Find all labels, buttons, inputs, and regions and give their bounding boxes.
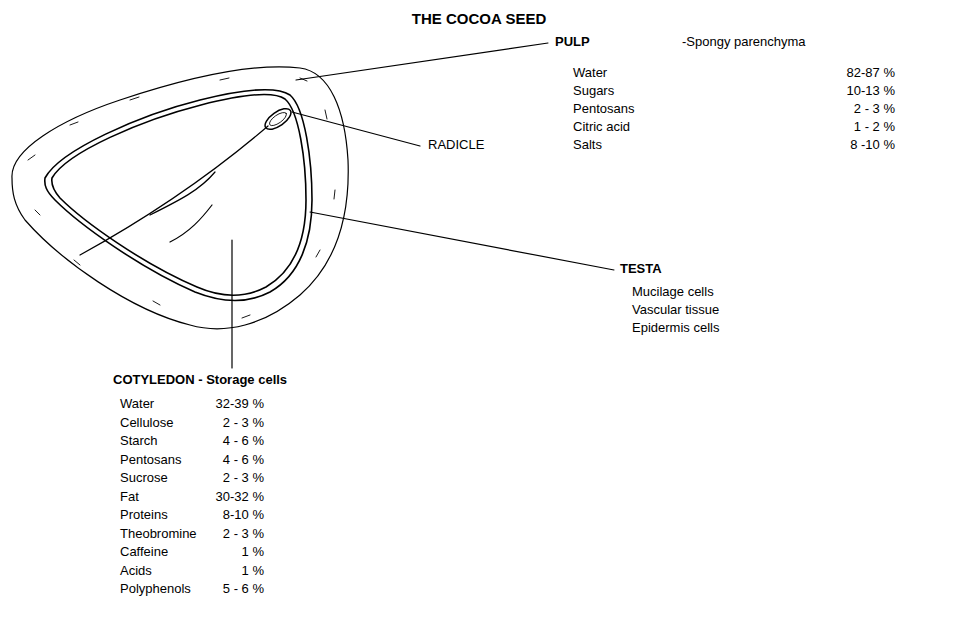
table-cell: Pentosans	[120, 453, 181, 468]
table-cell: Caffeine	[120, 545, 168, 560]
cotyledon-fold	[80, 126, 268, 255]
testa-inner	[52, 94, 306, 295]
part-note: Vascular tissue	[632, 303, 719, 318]
table-cell: 2 - 3 %	[223, 527, 264, 542]
table-cell: Acids	[120, 564, 152, 579]
radicle-shape	[262, 105, 295, 134]
table-cell: 4 - 6 %	[223, 453, 264, 468]
cotyledon-fold	[150, 172, 215, 215]
table-cell: 1 - 2 %	[854, 120, 895, 135]
leader-line	[231, 240, 232, 368]
table-cell: Sucrose	[120, 471, 168, 486]
part-name: RADICLE	[428, 138, 484, 153]
table-cell: 32-39 %	[216, 397, 264, 412]
part-name: TESTA	[620, 262, 662, 277]
part-note: Epidermis cells	[632, 321, 719, 336]
table-cell: 10-13 %	[847, 84, 895, 99]
table-cell: Starch	[120, 434, 158, 449]
table-cell: 8-10 %	[223, 508, 264, 523]
table-cell: 2 - 3 %	[854, 102, 895, 117]
table-cell: 4 - 6 %	[223, 434, 264, 449]
table-cell: Sugars	[573, 84, 614, 99]
part-name: PULP	[555, 35, 590, 50]
table-cell: Water	[573, 66, 607, 81]
part-note: Mucilage cells	[632, 285, 714, 300]
part-note: -Spongy parenchyma	[682, 35, 806, 50]
table-cell: 5 - 6 %	[223, 582, 264, 597]
table-cell: Proteins	[120, 508, 168, 523]
table-cell: Citric acid	[573, 120, 630, 135]
table-cell: Fat	[120, 490, 139, 505]
table-cell: Theobromine	[120, 527, 197, 542]
pulp-outline	[12, 67, 348, 329]
table-cell: Polyphenols	[120, 582, 191, 597]
part-name: COTYLEDON - Storage cells	[113, 373, 287, 388]
table-cell: 82-87 %	[847, 66, 895, 81]
leader-line	[310, 212, 614, 270]
table-cell: 2 - 3 %	[223, 416, 264, 431]
table-cell: Water	[120, 397, 154, 412]
table-cell: Cellulose	[120, 416, 173, 431]
diagram-title: THE COCOA SEED	[412, 10, 546, 27]
cotyledon-fold	[170, 205, 212, 242]
table-cell: Pentosans	[573, 102, 634, 117]
table-cell: Salts	[573, 138, 602, 153]
table-cell: 1 %	[242, 564, 264, 579]
testa-outer	[45, 90, 312, 301]
table-cell: 1 %	[242, 545, 264, 560]
leader-line	[296, 43, 548, 80]
table-cell: 30-32 %	[216, 490, 264, 505]
pulp-texture	[28, 78, 335, 318]
radicle-inner	[268, 110, 289, 128]
table-cell: 8 -10 %	[850, 138, 895, 153]
leader-line	[292, 112, 420, 146]
table-cell: 2 - 3 %	[223, 471, 264, 486]
